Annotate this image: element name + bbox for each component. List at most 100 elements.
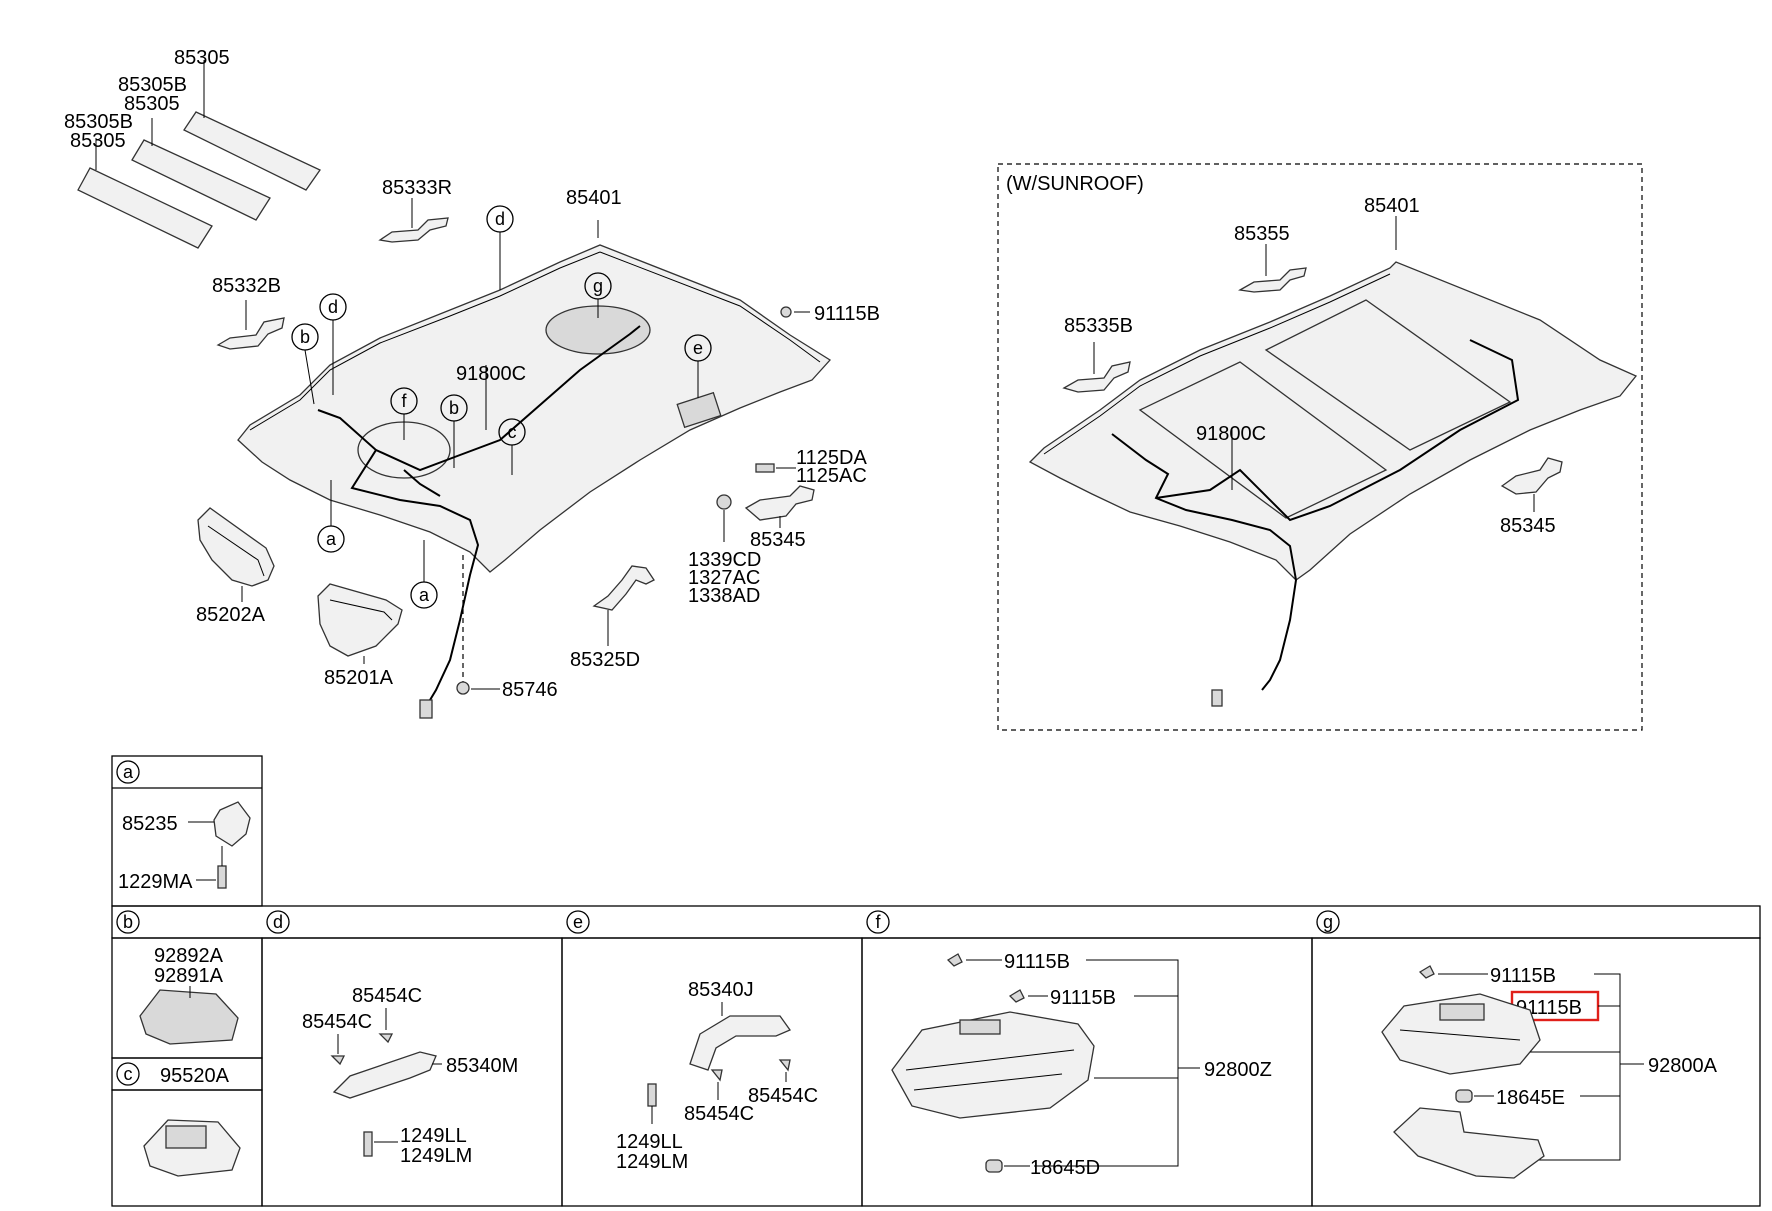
sunroof-bracket-85335b[interactable]: [1062, 361, 1131, 393]
bracket-85325d[interactable]: [592, 565, 655, 611]
label-85345: 85345: [750, 529, 806, 551]
svg-text:d: d: [273, 912, 283, 932]
overhead-console-92800a[interactable]: [1381, 993, 1541, 1075]
sunroof-variant-group: (W/SUNROOF) 91800C 85401 85355 85335B 85…: [997, 163, 1643, 731]
sunroof-variant-frame: [997, 163, 1643, 731]
grab-handle-85340m[interactable]: [332, 1051, 437, 1099]
grab-handle-85340j[interactable]: [689, 1015, 791, 1071]
label-f-91115b-2: 91115B: [1050, 987, 1116, 1009]
callout-c[interactable]: c: [498, 418, 526, 475]
detail-e-header[interactable]: e: [566, 910, 590, 934]
bracket-85332b[interactable]: [216, 317, 285, 350]
sunroof-opening-rear: [1264, 299, 1512, 451]
callout-a-left[interactable]: a: [317, 480, 345, 553]
detail-g-header[interactable]: g: [1316, 910, 1340, 934]
screw-e-1249ll[interactable]: [647, 1083, 657, 1107]
label-g-91115b-1: 91115B: [1490, 965, 1556, 987]
bulb-18645d[interactable]: [985, 1159, 1003, 1173]
svg-text:e: e: [573, 912, 583, 932]
clip-d-85454c[interactable]: [378, 1033, 394, 1044]
clip-e-85454c-2[interactable]: [778, 1059, 791, 1072]
callout-b-left[interactable]: b: [291, 323, 319, 405]
lens-92800a[interactable]: [1393, 1107, 1545, 1179]
roof-strip-3[interactable]: [183, 111, 321, 191]
svg-text:b: b: [300, 327, 310, 347]
roof-strip-1[interactable]: [77, 167, 213, 249]
clip-f-91115b-1[interactable]: [946, 953, 963, 967]
label-sunroof-85345: 85345: [1500, 515, 1556, 537]
bulb-18645e[interactable]: [1455, 1089, 1473, 1103]
label-85305b-1: 85305B: [118, 74, 187, 96]
sunroof-bracket-85345[interactable]: [1500, 457, 1563, 495]
label-e-1249ll: 1249LL: [616, 1131, 683, 1153]
svg-text:f: f: [401, 391, 407, 411]
callout-a-mid[interactable]: a: [410, 540, 438, 609]
clip-e-85454c-1[interactable]: [710, 1069, 723, 1082]
label-e-85454c-2: 85454C: [748, 1085, 818, 1107]
label-85746: 85746: [502, 679, 558, 701]
callout-f[interactable]: f: [390, 387, 418, 440]
roof-strips: [77, 60, 321, 249]
label-1125ac: 1125AC: [796, 465, 867, 487]
detail-b-header[interactable]: b: [116, 910, 140, 934]
screw-d-1249ll[interactable]: [363, 1131, 373, 1157]
label-d-1249lm: 1249LM: [400, 1145, 472, 1167]
svg-text:d: d: [328, 297, 338, 317]
callout-b-mid[interactable]: b: [440, 394, 468, 468]
sun-visor-85202a[interactable]: [197, 507, 275, 587]
label-85305-top: 85305: [174, 47, 230, 69]
roof-strip-2[interactable]: [131, 139, 271, 221]
screw-1229ma[interactable]: [217, 865, 227, 889]
label-sunroof-91800c: 91800C: [1196, 423, 1266, 445]
label-e-1249lm: 1249LM: [616, 1151, 688, 1173]
label-85340j: 85340J: [688, 979, 754, 1001]
label-95520a: 95520A: [160, 1065, 230, 1087]
clip-91115b[interactable]: [780, 306, 792, 318]
clip-85746[interactable]: [456, 681, 470, 695]
label-91800c: 91800C: [456, 363, 526, 385]
callout-d-left[interactable]: d: [319, 293, 347, 395]
label-85202a: 85202A: [196, 604, 266, 626]
svg-text:f: f: [875, 912, 881, 932]
callout-d-top[interactable]: d: [486, 205, 514, 290]
label-g-91115b-2: 91115B: [1516, 997, 1582, 1019]
detail-c-header[interactable]: c: [116, 1062, 140, 1086]
clip-85235[interactable]: [213, 801, 251, 847]
label-1339cd: 1339CD: [688, 549, 761, 571]
sun-visor-85201a[interactable]: [317, 583, 403, 657]
label-85201a: 85201A: [324, 667, 394, 689]
label-92891a: 92891A: [154, 965, 224, 987]
detail-a-header[interactable]: a: [116, 760, 140, 784]
detail-f-header[interactable]: f: [866, 910, 890, 934]
nut-1339cd[interactable]: [716, 494, 732, 510]
clip-g-91115b-1[interactable]: [1418, 965, 1435, 979]
label-d-85454c-1: 85454C: [352, 985, 422, 1007]
label-18645e: 18645E: [1496, 1087, 1565, 1109]
callout-g[interactable]: g: [584, 272, 612, 318]
label-85333r: 85333R: [382, 177, 452, 199]
label-85332b: 85332B: [212, 275, 281, 297]
label-92892a: 92892A: [154, 945, 224, 967]
label-85305-3: 85305: [70, 130, 126, 152]
sunroof-wire-91800c[interactable]: [1111, 433, 1298, 691]
map-lamp-92891a[interactable]: [139, 989, 239, 1045]
bolt-1125da[interactable]: [755, 463, 775, 473]
bracket-85333r[interactable]: [378, 217, 449, 243]
sunroof-headlining-shell[interactable]: [1028, 261, 1638, 581]
svg-text:c: c: [124, 1064, 133, 1084]
headlining-shell[interactable]: [237, 244, 832, 573]
label-85305b-2: 85305B: [64, 111, 133, 133]
callout-e[interactable]: e: [684, 334, 712, 398]
label-85305-2: 85305: [124, 93, 180, 115]
label-sunroof-85401: 85401: [1364, 195, 1420, 217]
detail-d-header[interactable]: d: [266, 910, 290, 934]
label-f-91115b-1: 91115B: [1004, 951, 1070, 973]
label-sunroof-85355: 85355: [1234, 223, 1290, 245]
bracket-85345[interactable]: [744, 485, 815, 521]
label-85340m: 85340M: [446, 1055, 518, 1077]
sunroof-bracket-85355[interactable]: [1238, 267, 1307, 293]
clip-f-91115b-2[interactable]: [1008, 989, 1025, 1003]
label-sunroof-85335b: 85335B: [1064, 315, 1133, 337]
svg-text:a: a: [419, 585, 430, 605]
